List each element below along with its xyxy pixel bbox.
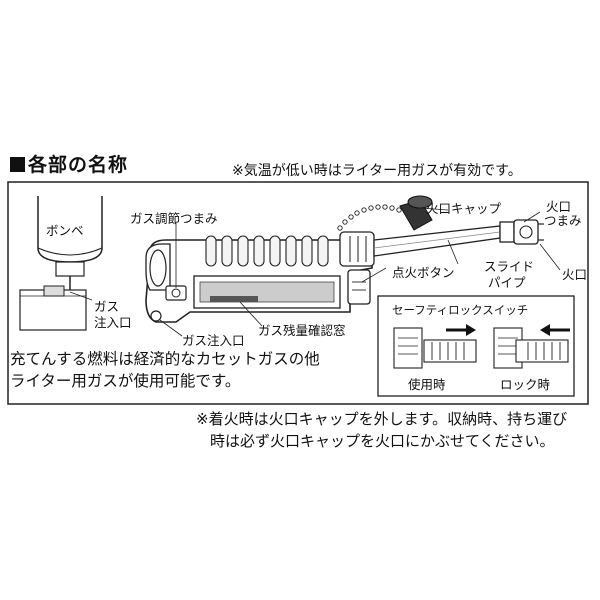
label-slide-pipe-2: パイプ <box>488 275 526 290</box>
bottom-note-line-2: 時は必ず火口キャップを火口にかぶせてください。 <box>210 432 555 450</box>
slide-pipe-drawing <box>373 219 544 257</box>
label-flame-port: 火口 <box>562 267 588 282</box>
label-gas-window: ガス残量確認窓 <box>258 323 346 338</box>
label-flame-knob-1: 火口 <box>546 199 572 214</box>
safety-lock-title: セーフティロックスイッチ <box>392 303 529 317</box>
diagram-frame <box>7 181 589 405</box>
label-cylinder: ボンベ <box>46 223 84 238</box>
label-ignition-button: 点火ボタン <box>392 265 455 280</box>
section-title: 各部の名称 <box>10 150 128 177</box>
label-gas-knob: ガス調節つまみ <box>130 211 218 226</box>
label-gas-inlet-left-1: ガス <box>94 299 120 314</box>
safety-lock-box <box>377 295 575 397</box>
gas-cylinder-drawing <box>19 196 103 331</box>
label-slide-pipe-1: スライド <box>484 259 535 274</box>
safety-lock-label: ロック時 <box>500 377 551 392</box>
label-gas-inlet-left-2: 注入口 <box>94 315 132 330</box>
fuel-text-line-2: ライター用ガスが使用可能です。 <box>10 372 241 390</box>
temperature-note: ※気温が低い時はライター用ガスが有効です。 <box>232 163 522 179</box>
lighter-body-drawing <box>145 231 375 323</box>
fuel-text-line-1: 充てんする燃料は経済的なカセットガスの他 <box>10 350 320 368</box>
title-square-icon <box>10 157 25 172</box>
bottom-note-line-1: ※着火時は火口キャップを外します。収納時、持ち運び <box>196 410 568 428</box>
label-gas-inlet: ガス注入口 <box>182 333 245 348</box>
leader-gas-inlet-left <box>69 291 93 301</box>
label-flame-knob-2: つまみ <box>544 213 582 228</box>
label-flame-cap: 火口キャップ <box>426 201 502 216</box>
leader-lines <box>159 207 561 337</box>
safety-use-label: 使用時 <box>408 377 446 392</box>
flame-cap-drawing <box>337 195 433 231</box>
